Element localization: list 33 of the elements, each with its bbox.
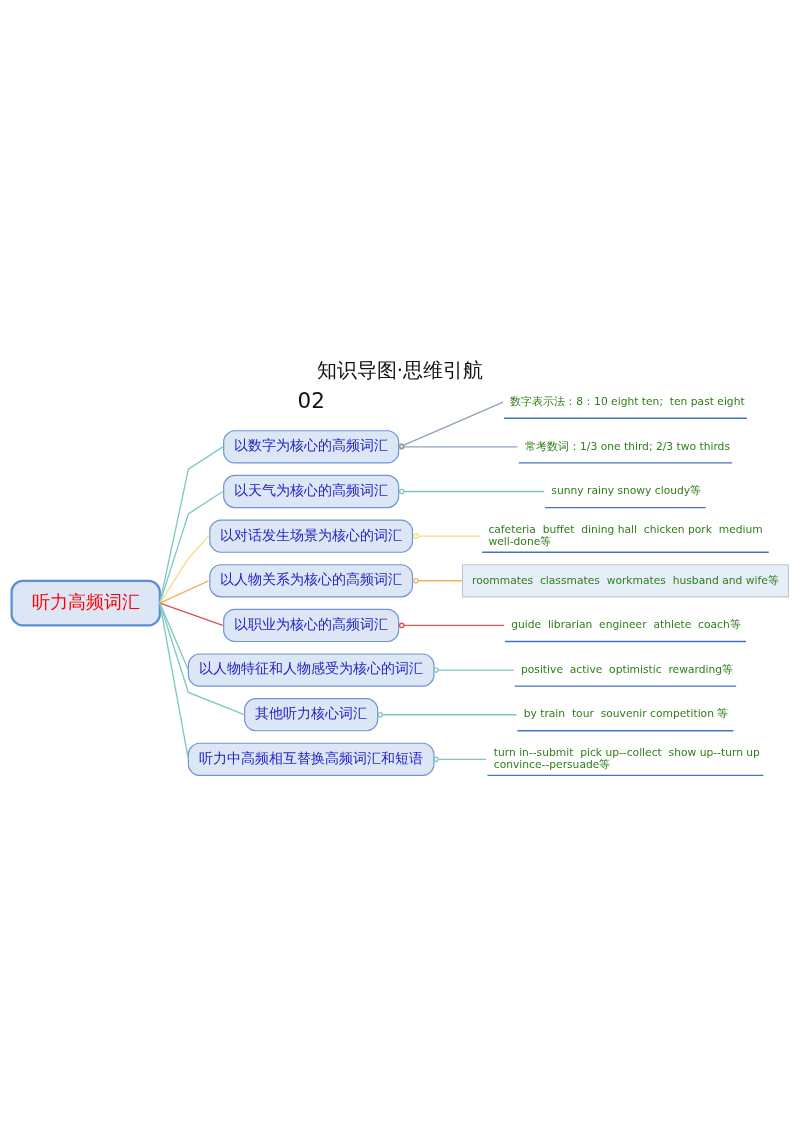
node-text: 常考数词：1/3 one third; 2/3 two thirds (525, 439, 730, 453)
node-box: 以人物关系为核心的高频词汇 (209, 563, 414, 597)
node-box: 以天气为核心的高频词汇 (223, 474, 400, 508)
connector (159, 490, 224, 604)
node-box: 以对话发生场景为核心的词汇 (209, 519, 414, 553)
node-box: 听力中高频相互替换高频词汇和短语 (187, 742, 435, 776)
node-text: positive active optimistic rewarding等 (520, 662, 734, 676)
connector (377, 711, 518, 718)
node-text: 数字表示法：8：10 eight ten; ten past eight (510, 394, 745, 408)
node-text: turn in--submit pick up--collect show up--turn up convince--persuade等 (493, 745, 760, 771)
connector (159, 534, 210, 604)
connector (433, 666, 515, 673)
diagram-title: 知识导图·思维引航 (316, 358, 484, 382)
label: 02 (297, 387, 325, 413)
node-box: 其他听力核心词汇 (244, 697, 379, 731)
connector (159, 579, 210, 604)
node-text: by train tour souvenir competition 等 (523, 706, 729, 720)
node-box: 以职业为核心的高频词汇 (223, 608, 400, 642)
connector (433, 756, 487, 762)
node-box: 听力高频词汇 (10, 579, 161, 627)
node-text: guide librarian engineer athlete coach等 (511, 617, 741, 631)
node-box: 以人物特征和人物感受为核心的词汇 (187, 652, 435, 687)
connector (159, 601, 245, 715)
connector (159, 601, 190, 760)
node-box: 以数字为核心的高频词汇 (223, 429, 400, 463)
node-text: cafeteria buffet dining hall chicken pork medium well-done等 (488, 522, 763, 548)
connector (413, 577, 464, 584)
connector (159, 445, 224, 604)
node-text: sunny rainy snowy cloudy等 (551, 483, 702, 497)
connector (398, 622, 505, 628)
connector (159, 601, 224, 626)
node-box: roommates classmates workmates husband and wife等 (461, 563, 789, 597)
connector (413, 532, 482, 539)
